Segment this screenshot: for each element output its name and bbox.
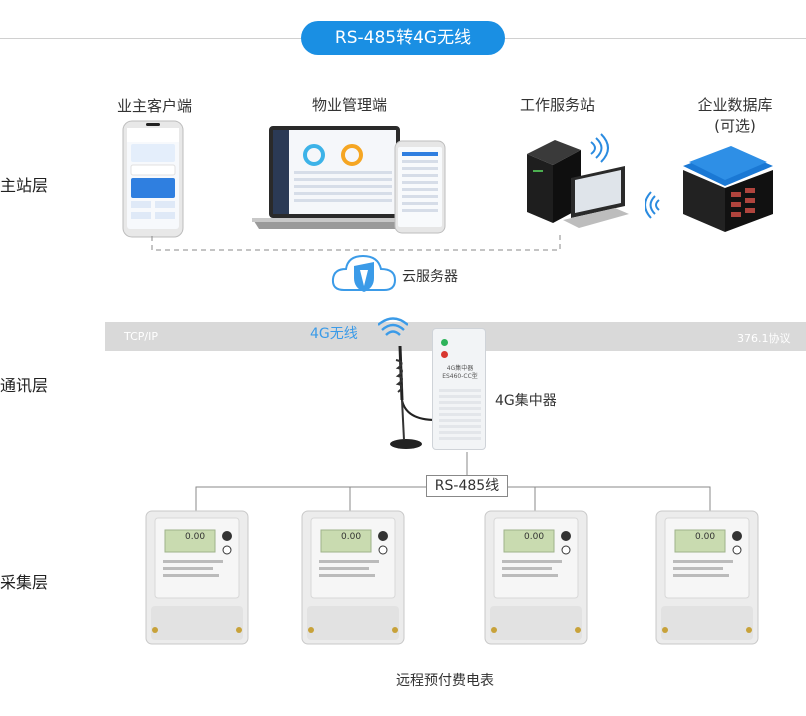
meter-3: 0.00 bbox=[484, 510, 588, 649]
antenna-icon bbox=[390, 345, 437, 449]
electric-meter-icon bbox=[145, 510, 249, 645]
meter-4-display: 0.00 bbox=[695, 532, 716, 542]
wireless-signal-icon bbox=[378, 317, 408, 336]
meter-1: 0.00 bbox=[145, 510, 249, 649]
enterprise-db-label-line1: 企业数据库 bbox=[697, 96, 773, 114]
electric-meter-icon bbox=[484, 510, 588, 645]
workstation-icon bbox=[527, 133, 629, 228]
electric-meter-icon bbox=[655, 510, 759, 645]
meter-4: 0.00 bbox=[655, 510, 759, 649]
enterprise-db-label-line2: (可选) bbox=[714, 117, 756, 135]
meter-1-display: 0.00 bbox=[185, 532, 206, 542]
owner-app-label: 业主客户端 bbox=[117, 97, 193, 115]
status-led-icon bbox=[441, 339, 448, 346]
meter-2: 0.00 bbox=[301, 510, 405, 649]
property-mgmt-label: 物业管理端 bbox=[312, 96, 388, 114]
layer-label-comm: 通讯层 bbox=[0, 376, 49, 395]
cloud-server-label: 云服务器 bbox=[402, 269, 458, 285]
laptop-icon bbox=[252, 126, 417, 229]
database-server-icon bbox=[683, 146, 773, 232]
band-tcpip-label: TCP/IP bbox=[124, 330, 158, 343]
title-badge: RS-485转4G无线 bbox=[301, 21, 505, 55]
workstation-label: 工作服务站 bbox=[520, 96, 596, 114]
meter-3-display: 0.00 bbox=[524, 532, 545, 542]
rs485-label: RS-485线 bbox=[426, 475, 508, 497]
meter-2-display: 0.00 bbox=[341, 532, 362, 542]
alarm-led-icon bbox=[441, 351, 448, 358]
band-protocol-label: 376.1协议 bbox=[737, 332, 791, 345]
concentrator-device: 4G集中器 ES460-CC型 bbox=[432, 328, 486, 450]
wifi-signal-icon bbox=[645, 191, 660, 219]
terminal-strip bbox=[439, 389, 481, 441]
wireless-label: 4G无线 bbox=[310, 326, 358, 342]
smartphone-icon bbox=[122, 120, 184, 238]
enterprise-db-label: 企业数据库 (可选) bbox=[694, 94, 776, 136]
concentrator-label: 4G集中器 bbox=[495, 393, 557, 409]
layer-label-collect: 采集层 bbox=[0, 573, 49, 592]
layer-label-master: 主站层 bbox=[0, 176, 49, 195]
cloud-server-icon bbox=[331, 254, 397, 292]
concentrator-model-line2: ES460-CC型 bbox=[442, 373, 478, 380]
meters-caption: 远程预付费电表 bbox=[396, 673, 494, 689]
electric-meter-icon bbox=[301, 510, 405, 645]
mobile-screen-icon bbox=[394, 140, 446, 234]
concentrator-model-line1: 4G集中器 bbox=[446, 365, 474, 372]
concentrator-model-text: 4G集中器 ES460-CC型 bbox=[439, 365, 481, 381]
